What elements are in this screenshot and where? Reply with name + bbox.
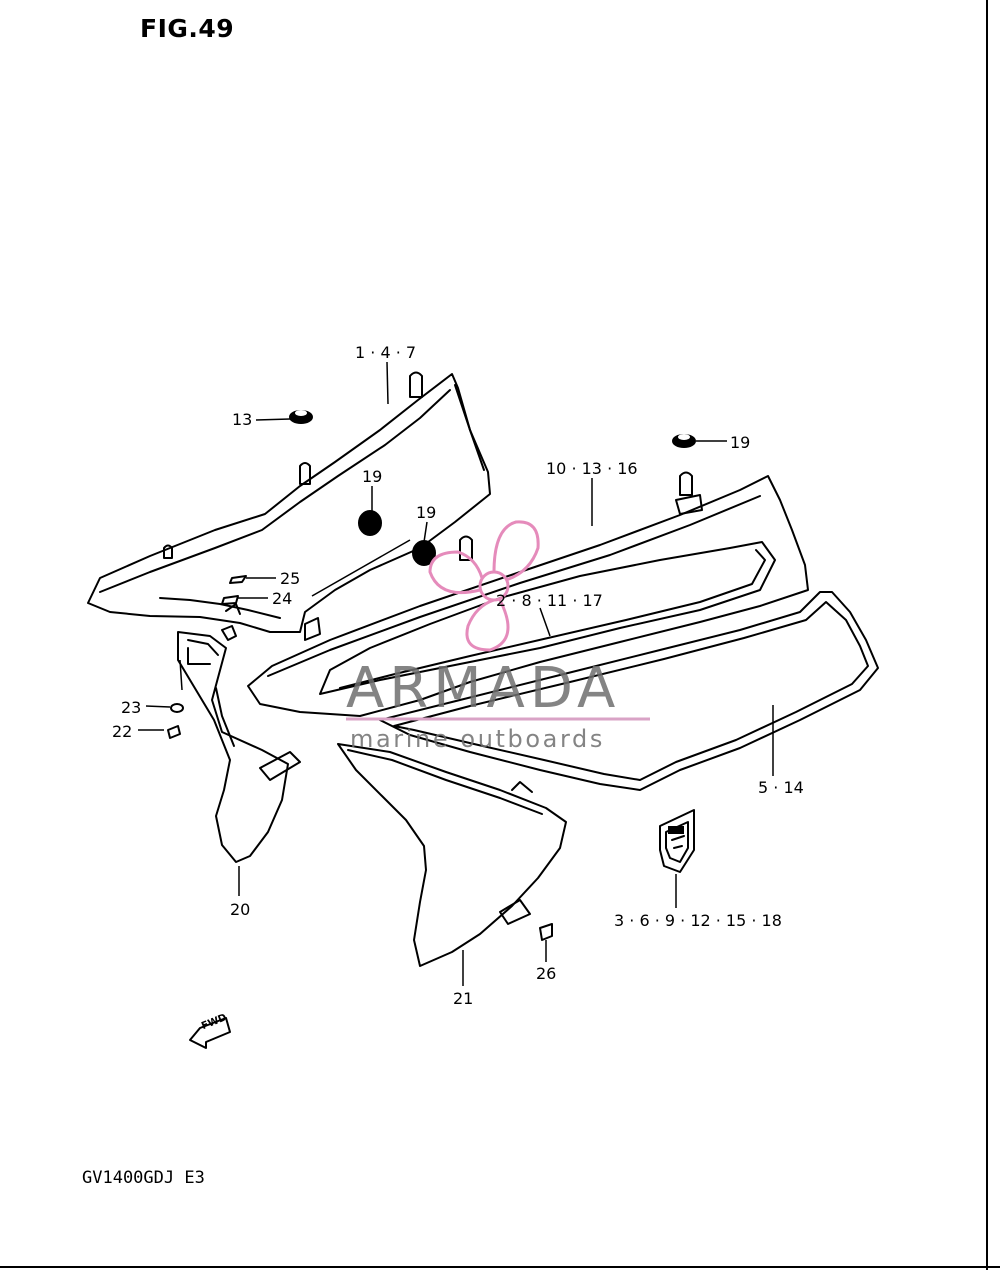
fasteners-group (167, 575, 553, 941)
callout-part-25: 25 (280, 569, 301, 588)
armada-logo-icon (428, 520, 540, 652)
callout-part-3-6-9-12-15-18: 3 · 6 · 9 · 12 · 15 · 18 (614, 911, 782, 930)
callout-part-24: 24 (272, 589, 293, 608)
callout-part-23: 23 (121, 698, 142, 717)
callout-part-10-13-16: 10 · 13 · 16 (546, 459, 638, 478)
model-code: GV1400GDJ E3 (82, 1168, 205, 1188)
emblem-badge-part (659, 809, 695, 873)
cover-trim-seal-part (379, 591, 879, 791)
callout-part-13: 13 (232, 410, 253, 429)
callout-part-26: 26 (536, 964, 557, 983)
callout-part-21: 21 (453, 989, 474, 1008)
lower-side-cover-part (337, 743, 567, 967)
left-frame-cover-part (87, 371, 491, 641)
fwd-arrow-icon (189, 1017, 231, 1049)
watermark-brand: ARMADA (346, 656, 621, 721)
frame-border-right (986, 0, 988, 1270)
callout-part-19-b: 19 (416, 503, 437, 522)
callout-part-22: 22 (112, 722, 133, 741)
callout-part-19-c: 19 (730, 433, 751, 452)
watermark-tagline: marine outboards (350, 725, 605, 753)
figure-title: FIG.49 (140, 14, 235, 43)
right-frame-cover-part (247, 471, 809, 717)
leader-lines (138, 361, 774, 986)
callout-part-20: 20 (230, 900, 251, 919)
callout-part-1-4-7: 1 · 4 · 7 (355, 343, 417, 362)
lower-left-cover-part (177, 631, 301, 863)
callout-part-2-8-11-17: 2 · 8 · 11 · 17 (496, 591, 603, 610)
callout-part-5-14: 5 · 14 (758, 778, 804, 797)
callout-part-19-a: 19 (362, 467, 383, 486)
frame-border-bottom (0, 1266, 1000, 1268)
